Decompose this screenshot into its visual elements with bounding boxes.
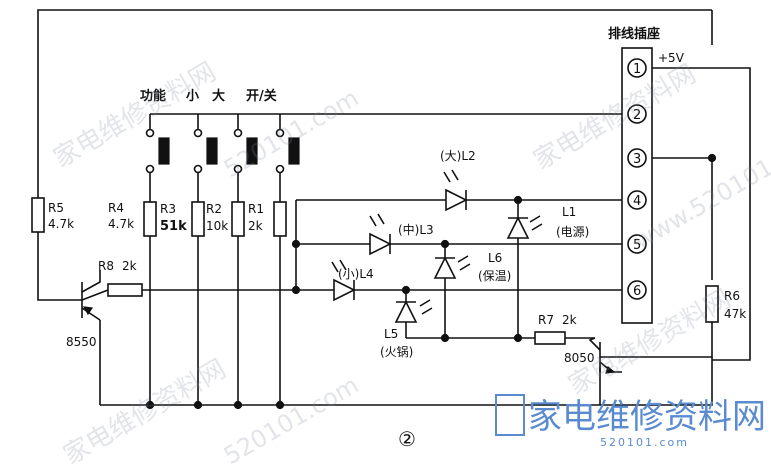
svg-text:6: 6 [633,284,641,299]
connector-pin-4: 4 [627,190,647,210]
connector-pin-3: 3 [627,148,647,168]
switch-label-large: 大 [212,88,225,104]
site-logo: 家电维修资料网 520101.com [495,394,766,449]
resistor-r2: R2 10k [191,201,228,237]
svg-text:(中)L3: (中)L3 [398,222,434,237]
svg-text:R1: R1 [248,202,264,216]
supply-label: +5V [658,51,685,65]
ribbon-connector: 排线插座 +5V 1 2 3 4 5 6 [608,26,685,324]
svg-text:4.7k: 4.7k [48,217,74,231]
svg-text:R4: R4 [108,201,124,215]
figure-number: ② [398,427,416,451]
svg-text:L1: L1 [562,205,576,219]
svg-text:R2: R2 [206,202,222,216]
svg-text:R6: R6 [724,289,740,303]
resistor-r7: R7 2k [534,313,577,345]
watermark-en-3: 520101.com [219,371,363,467]
svg-text:4: 4 [633,194,641,209]
push-switch-function [145,128,170,174]
resistor-r8: R8 2k [98,259,143,297]
connector-pin-6: 6 [627,280,647,300]
svg-text:R5: R5 [48,201,64,215]
push-switch-power [275,128,300,174]
svg-text:R3: R3 [160,202,176,216]
watermark-cn-3: 家电维修资料网 [59,354,232,467]
led-l2: (大)L2 [440,149,476,212]
svg-text:L5: L5 [384,327,398,341]
resistor-r1: R1 2k [231,201,264,237]
svg-text:4.7k: 4.7k [108,217,134,231]
led-l1: L1 (电源) [506,205,589,239]
transistor-q1-label: 8550 [66,335,97,349]
switch-label-power: 开/关 [246,88,277,104]
svg-text:2k: 2k [562,313,577,327]
connector-pin-2: 2 [627,104,647,124]
svg-text:2k: 2k [248,219,263,233]
svg-text:2k: 2k [122,259,137,273]
led-l5: L5 (火锅) [380,299,433,359]
led-l3: (中)L3 [369,213,434,256]
svg-text:47k: 47k [724,307,746,321]
svg-text:(大)L2: (大)L2 [440,149,476,163]
logo-text: 家电维修资料网 [528,397,766,437]
switch-label-function: 功能 [140,88,166,104]
transistor-8050: 8050 [564,337,622,374]
led-l4: (小)L4 [331,259,374,302]
svg-text:3: 3 [633,152,641,167]
push-switch-large [233,128,258,174]
connector-pin-5: 5 [627,234,647,254]
resistor-r3: R3 51k [143,201,187,237]
svg-text:10k: 10k [206,219,228,233]
switch-label-small: 小 [186,89,199,104]
svg-text:(保温): (保温) [478,269,511,283]
resistor-r4: R4 4.7k [108,201,134,231]
svg-text:2: 2 [633,108,641,123]
connector-pin-1: 1 [627,58,647,78]
transistor-8550: 8550 [66,270,109,349]
svg-text:L6: L6 [488,251,502,265]
switch-labels: 功能 小 大 开/关 [140,88,277,104]
svg-text:(电源): (电源) [556,225,589,239]
svg-text:1: 1 [633,62,641,77]
svg-text:R7: R7 [538,313,554,327]
logo-sub: 520101.com [600,436,689,449]
svg-text:5: 5 [633,238,641,253]
junction-dots [145,153,717,410]
led-l6: L6 (保温) [433,251,511,283]
resistor-r-power [273,201,287,237]
svg-text:51k: 51k [160,219,187,234]
resistor-r6: R6 47k [705,285,746,323]
svg-text:(火锅): (火锅) [380,344,413,359]
resistor-r5: R5 4.7k [31,197,74,233]
svg-text:R8: R8 [98,259,114,273]
svg-text:(小)L4: (小)L4 [338,267,374,281]
wiring [37,9,751,406]
connector-title: 排线插座 [608,26,660,42]
transistor-q2-label: 8050 [564,351,595,365]
push-switch-small [193,128,218,174]
watermark-cn-1: 家电维修资料网 [49,57,222,174]
